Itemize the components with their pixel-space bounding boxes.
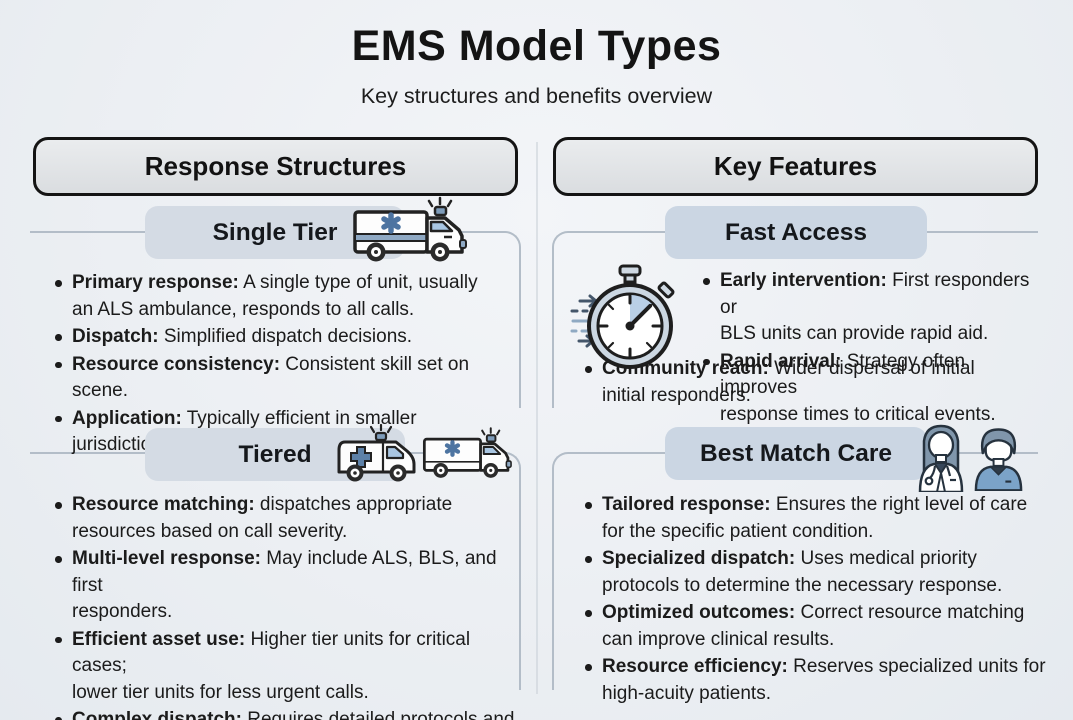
list-item: Dispatch: Simplified dispatch decisions. xyxy=(48,324,526,351)
box-ambulance-icon xyxy=(422,421,522,487)
best-match-care-bullet-list: Tailored response: Ensures the right lev… xyxy=(578,492,1046,708)
list-item: Multi-level response: May include ALS, B… xyxy=(48,546,530,626)
nurse-icon xyxy=(971,425,1026,491)
list-item: Primary response: A single type of unit,… xyxy=(48,270,526,323)
column-header-key-features: Key Features xyxy=(553,137,1038,196)
page-subtitle: Key structures and benefits overview xyxy=(360,84,713,108)
doctor-icon xyxy=(912,421,970,492)
list-item: Rapid arrival: Strategy often improves r… xyxy=(696,349,1041,429)
van-ambulance-icon xyxy=(334,423,420,487)
section-title-fast-access: Fast Access xyxy=(665,206,927,259)
tiered-bullet-list: Resource matching: dispatches appropriat… xyxy=(48,492,530,720)
list-item: Complex dispatch: Requires detailed prot… xyxy=(48,707,530,720)
fast-access-bullet-list: Early intervention: First responders or … xyxy=(696,268,1041,429)
stopwatch-icon xyxy=(570,264,688,372)
list-item: Early intervention: First responders or … xyxy=(696,268,1041,348)
list-item: Specialized dispatch: Uses medical prior… xyxy=(578,546,1046,599)
section-title-best-match-care: Best Match Care xyxy=(665,427,927,480)
list-item: Tailored response: Ensures the right lev… xyxy=(578,492,1046,545)
column-header-label: Key Features xyxy=(713,151,878,181)
list-item: Resource consistency: Consistent skill s… xyxy=(48,352,526,405)
list-item: Efficient asset use: Higher tier units f… xyxy=(48,627,530,707)
list-item: Optimized outcomes: Correct resource mat… xyxy=(578,600,1046,653)
box-ambulance-icon xyxy=(352,196,480,266)
page-title: EMS Model Types xyxy=(351,22,722,70)
column-header-response-structures: Response Structures xyxy=(33,137,518,196)
list-item: Resource matching: dispatches appropriat… xyxy=(48,492,530,545)
list-item: Resource efficiency: Reserves specialize… xyxy=(578,654,1046,707)
column-header-label: Response Structures xyxy=(144,151,407,181)
column-divider xyxy=(536,142,538,694)
